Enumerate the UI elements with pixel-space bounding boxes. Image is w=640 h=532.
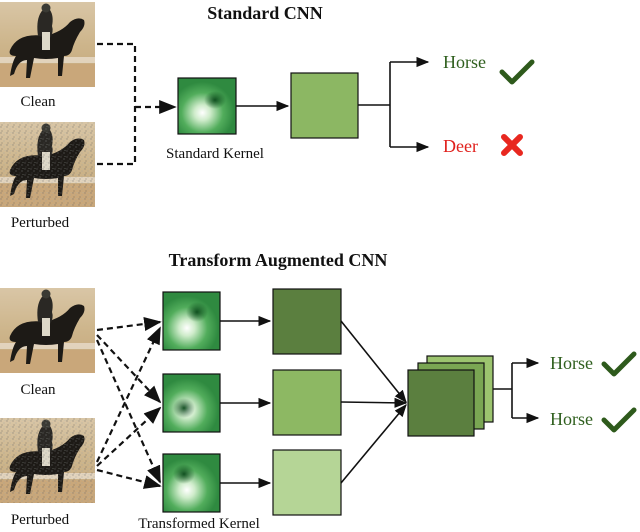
feature-map-dark [272, 288, 342, 355]
check-icon [502, 62, 532, 82]
top-output-horse: Horse [443, 52, 486, 72]
top-clean-image [0, 2, 95, 87]
bottom-perturbed-label: Perturbed [11, 512, 70, 528]
transformed-kernel-1 [162, 291, 221, 351]
check-icon [604, 354, 634, 374]
bottom-title: Transform Augmented CNN [169, 250, 388, 270]
bottom-perturbed-image [0, 418, 95, 503]
cross-icon [501, 134, 523, 156]
bottom-output-horse-2: Horse [550, 409, 593, 429]
top-perturbed-label: Perturbed [11, 215, 70, 231]
pooled-feature-stack [407, 355, 494, 437]
standard-kernel [177, 77, 237, 135]
transformed-kernel-3 [162, 453, 221, 513]
transformed-kernel-label: Transformed Kernel [138, 516, 260, 532]
top-output-deer: Deer [443, 136, 478, 156]
top-input-connectors [97, 42, 177, 166]
top-output-branches [358, 56, 430, 153]
bottom-kernel-arrows [220, 315, 272, 489]
bottom-clean-image [0, 288, 95, 373]
top-feature-map [290, 72, 359, 139]
feature-map-light [272, 449, 342, 516]
check-icon [604, 410, 634, 430]
standard-kernel-label: Standard Kernel [166, 146, 264, 162]
top-perturbed-image [0, 122, 95, 207]
feature-map-mid [272, 369, 342, 436]
bottom-input-connectors [95, 317, 162, 489]
bottom-converging-lines [340, 320, 408, 484]
transformed-kernel-2 [162, 373, 221, 433]
top-title: Standard CNN [207, 3, 323, 23]
bottom-output-branches [493, 357, 540, 424]
bottom-clean-label: Clean [21, 382, 56, 398]
top-clean-label: Clean [21, 94, 56, 110]
bottom-output-horse-1: Horse [550, 353, 593, 373]
